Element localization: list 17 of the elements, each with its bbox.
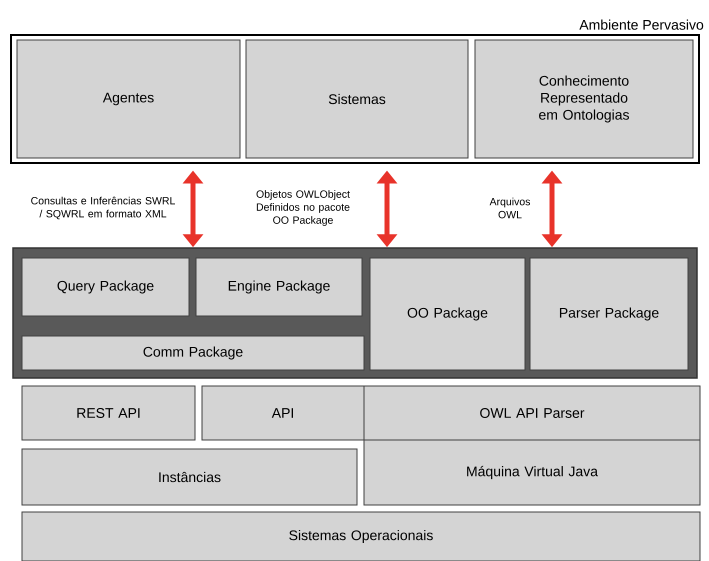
layer-box: Agentes — [16, 40, 240, 158]
layer-box: Máquina Virtual Java — [364, 440, 700, 506]
layer-box: Comm Package — [22, 336, 364, 370]
edge-label: Arquivos OWL — [490, 198, 530, 218]
layer-box: Query Package — [22, 258, 190, 316]
edge-label: Objetos OWLObject Definidos no pacote OO Package — [256, 190, 350, 226]
layer-box: OO Package — [370, 258, 526, 370]
layer-box: Sistemas — [246, 40, 468, 158]
layer-box: REST API — [22, 386, 196, 440]
frame-title: Ambiente Pervasivo — [579, 20, 704, 30]
layer-box: Engine Package — [196, 258, 362, 316]
layer-box: API — [202, 386, 364, 440]
edge-label: Consultas e Inferências SWRL / SQWRL em formato XML — [31, 196, 175, 220]
layer-box: Instâncias — [22, 448, 358, 506]
layer-box: Conhecimento Representado em Ontologias — [474, 40, 694, 158]
layer-box: Parser Package — [530, 258, 688, 370]
layer-box: Sistemas Operacionais — [22, 512, 700, 561]
